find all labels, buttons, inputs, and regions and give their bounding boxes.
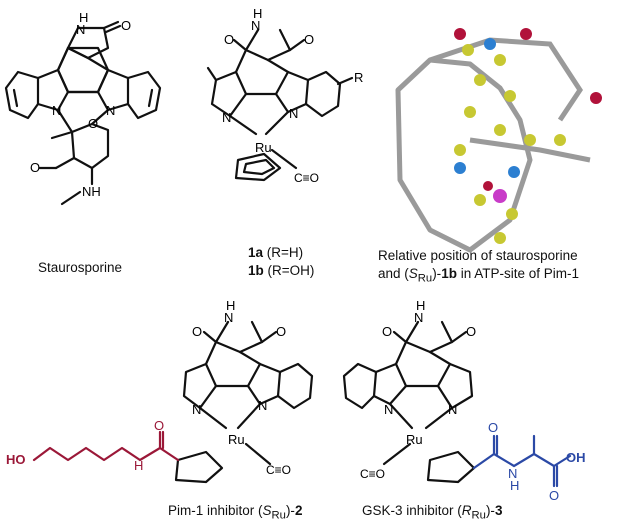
- staurosporine-ring-o: O: [88, 116, 98, 131]
- compound1-n-label: N: [251, 18, 260, 33]
- compound2-amide-n: H: [134, 458, 143, 473]
- overlay-line2-pre: and (: [378, 266, 409, 281]
- compound-1a-id: 1a: [248, 245, 264, 260]
- staurosporine-structure: [4, 20, 162, 206]
- compound2-n-indole: N: [258, 398, 267, 413]
- staurosporine-n-label: N: [76, 22, 85, 37]
- compound3-h-label: H: [416, 298, 425, 313]
- gsk3-pre: GSK-3 inhibitor (: [362, 503, 462, 518]
- compound2-ru-label: Ru: [228, 432, 245, 447]
- compound1-ru-label: Ru: [255, 140, 272, 155]
- compound3-o-left: O: [382, 324, 392, 339]
- compound1-o-left: O: [224, 32, 234, 47]
- staurosporine-o-label: O: [121, 18, 131, 33]
- overlay-line2-sub: Ru: [417, 272, 433, 285]
- staurosporine-methoxy-o: O: [30, 160, 40, 175]
- caption-compound-1b: 1b (R=OH): [248, 263, 314, 278]
- pim1-overlay-rendering: [395, 28, 602, 253]
- compound3-ru-label: Ru: [406, 432, 423, 447]
- compound-3-structure: [342, 320, 572, 488]
- overlay-line2-tail: in ATP-site of Pim-1: [456, 266, 579, 281]
- compound-1b-text: (R=OH): [263, 263, 315, 278]
- compound2-amide-o: O: [154, 418, 164, 433]
- compound3-amide-o: O: [488, 420, 498, 435]
- compound1-r-label: R: [354, 70, 363, 85]
- caption-pim1-inhibitor: Pim-1 inhibitor (SRu)-2: [168, 503, 302, 522]
- pim1-sub: Ru: [271, 509, 286, 522]
- compound3-o-right: O: [466, 324, 476, 339]
- compound2-co-label: C≡O: [266, 463, 291, 477]
- compound-2-structure: [32, 320, 314, 484]
- compound1-h-label: H: [253, 6, 262, 21]
- compound3-amide-n: N: [508, 466, 517, 481]
- pim1-post: )-: [285, 503, 295, 518]
- compound3-oh: OH: [566, 450, 586, 465]
- gsk3-post: )-: [485, 503, 495, 518]
- staurosporine-n-left: N: [52, 103, 61, 118]
- compound1-n-indole: N: [289, 106, 298, 121]
- overlay-line2-id: 1b: [441, 266, 457, 281]
- gsk3-id: 3: [494, 503, 503, 518]
- staurosporine-h-label: H: [79, 10, 88, 25]
- compound2-n-label: N: [224, 310, 233, 325]
- overlay-line2-post: )-: [432, 266, 442, 281]
- compound1-co-label: C≡O: [294, 171, 319, 185]
- compound3-co-label: C≡O: [360, 467, 385, 481]
- compound2-o-left: O: [192, 324, 202, 339]
- compound3-n-label: N: [414, 310, 423, 325]
- compound3-n-indole: N: [384, 402, 393, 417]
- compound2-ho: HO: [6, 452, 26, 467]
- gsk3-sub: Ru: [471, 509, 486, 522]
- compound-1b-id: 1b: [248, 263, 264, 278]
- staurosporine-n-right: N: [106, 103, 115, 118]
- compound3-amide-h: H: [510, 478, 519, 493]
- caption-compound-1a: 1a (R=H): [248, 245, 303, 260]
- caption-staurosporine: Staurosporine: [38, 260, 123, 275]
- compound-1-structure: [206, 28, 354, 182]
- compound3-acid-o: O: [549, 488, 559, 503]
- compound2-n-pyridine: N: [192, 402, 201, 417]
- compound2-h-label: H: [226, 298, 235, 313]
- pim1-pre: Pim-1 inhibitor (: [168, 503, 263, 518]
- staurosporine-nh: NH: [82, 184, 101, 199]
- compound2-o-right: O: [276, 324, 286, 339]
- caption-overlay-line2: and (SRu)-1b in ATP-site of Pim-1: [378, 266, 579, 285]
- gsk3-r: R: [461, 503, 472, 518]
- compound3-n-pyridine: N: [448, 402, 457, 417]
- caption-overlay-line1: Relative position of staurosporine: [378, 248, 578, 263]
- pim1-id: 2: [294, 503, 303, 518]
- overlay-line2-s: S: [408, 266, 418, 281]
- pim1-s: S: [262, 503, 272, 518]
- compound-1a-text: (R=H): [263, 245, 304, 260]
- compound1-n-pyridine: N: [222, 110, 231, 125]
- compound1-o-right: O: [304, 32, 314, 47]
- caption-gsk3-inhibitor: GSK-3 inhibitor (RRu)-3: [362, 503, 502, 522]
